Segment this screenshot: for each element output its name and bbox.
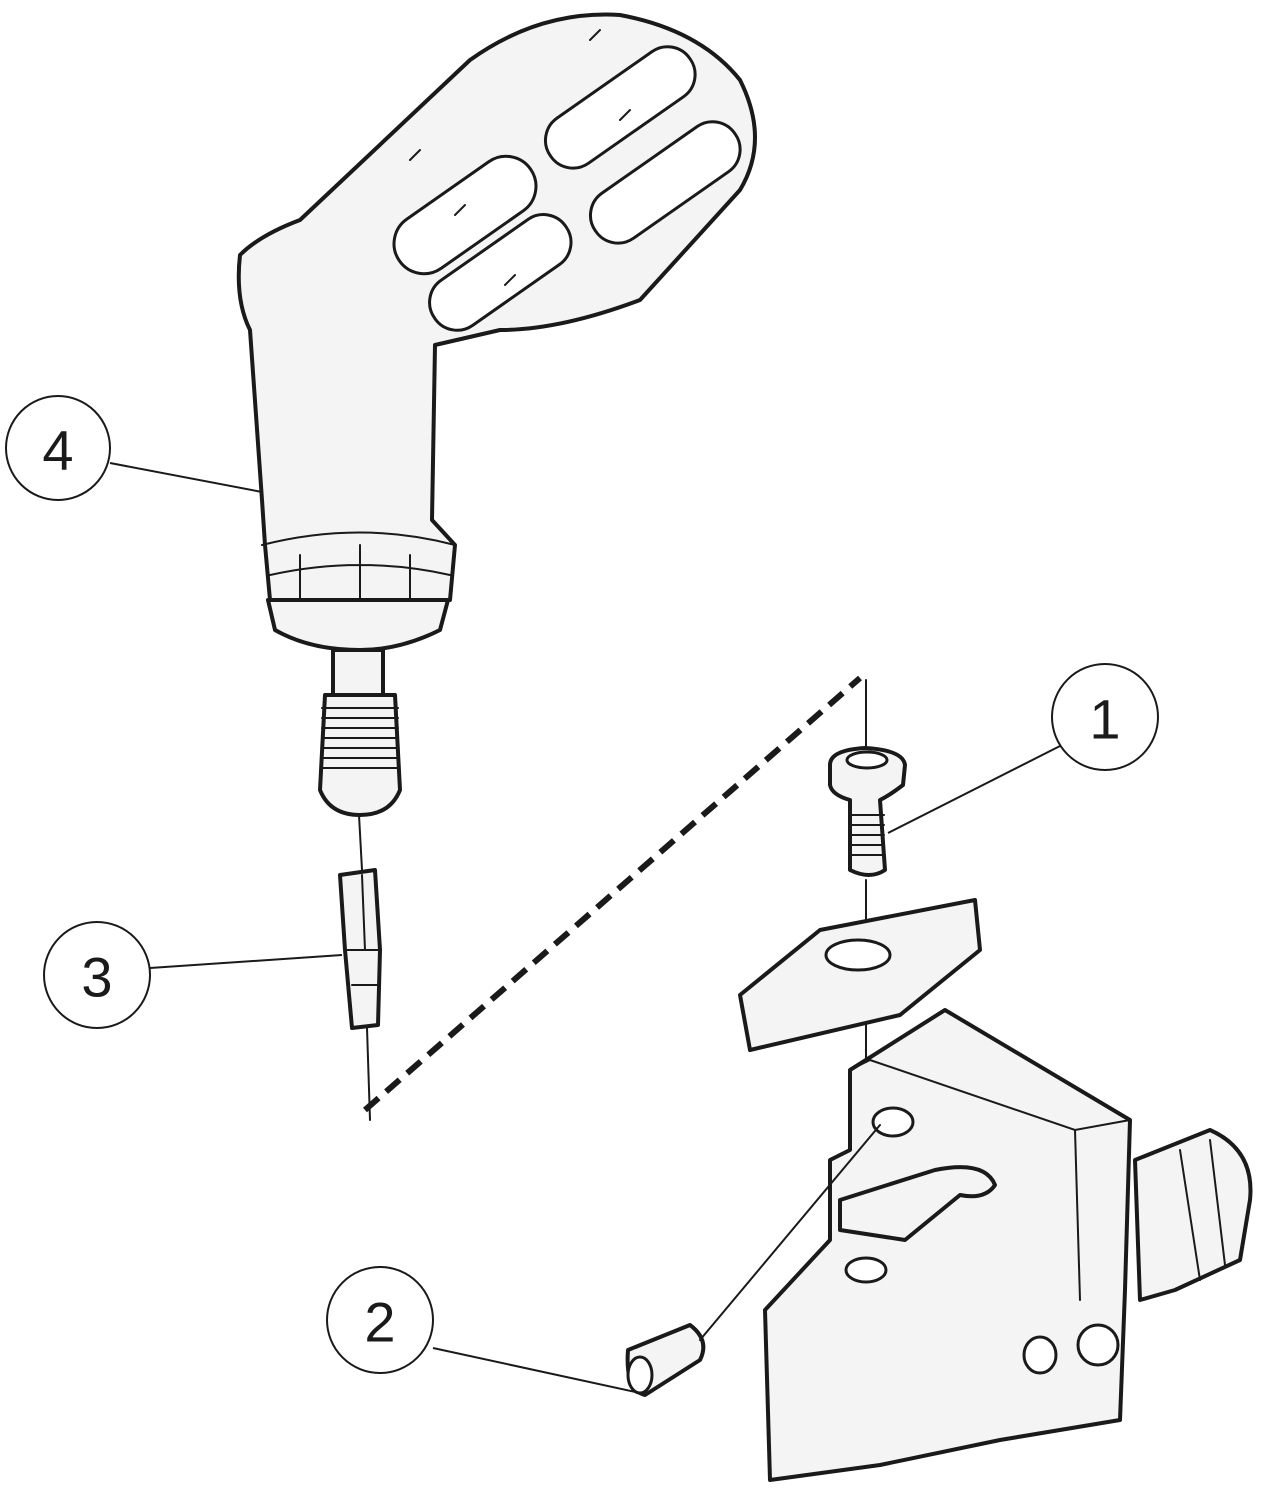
leader-1 bbox=[887, 744, 1063, 834]
dashed-alignment-line bbox=[363, 675, 862, 1113]
torx-bit bbox=[338, 868, 382, 1121]
callout-1: 1 bbox=[1051, 663, 1159, 771]
callout-4-label: 4 bbox=[42, 419, 73, 482]
insert-screw bbox=[828, 746, 907, 1101]
callout-1-label: 1 bbox=[1089, 688, 1120, 751]
callout-3: 3 bbox=[43, 921, 151, 1029]
cutting-insert bbox=[738, 898, 982, 1052]
callout-2: 2 bbox=[326, 1266, 434, 1374]
torque-handle bbox=[236, 12, 757, 871]
leader-2 bbox=[432, 1347, 641, 1394]
leader-3 bbox=[149, 954, 343, 969]
callout-3-label: 3 bbox=[81, 946, 112, 1009]
tool-holder bbox=[763, 1008, 1253, 1482]
callout-4: 4 bbox=[5, 395, 111, 501]
leader-4 bbox=[109, 462, 263, 493]
callout-2-label: 2 bbox=[364, 1291, 395, 1354]
